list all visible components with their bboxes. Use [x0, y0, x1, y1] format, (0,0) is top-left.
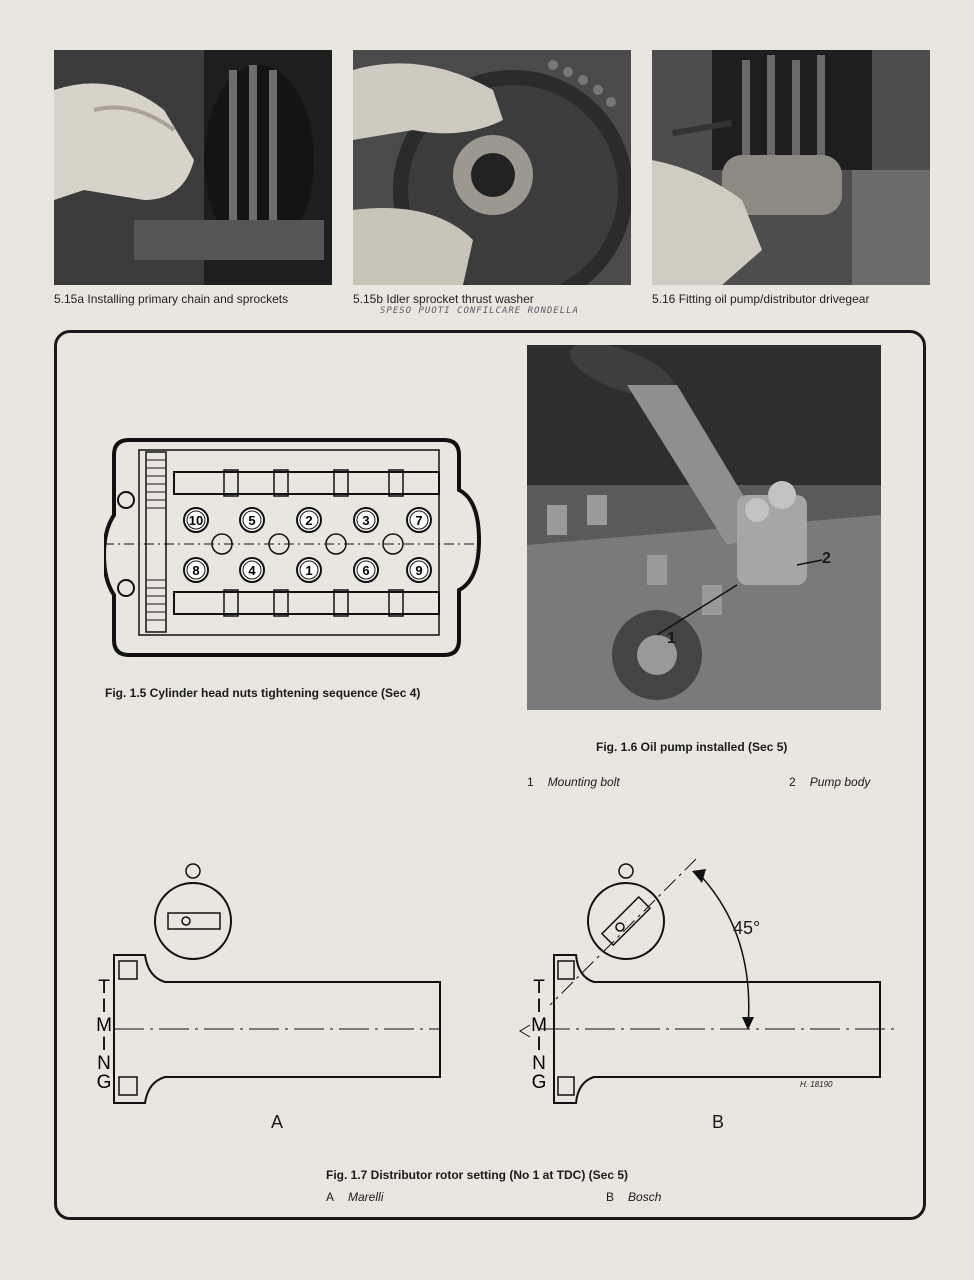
nut-3: 3 [353, 507, 379, 533]
photo-drivegear [652, 50, 930, 285]
cylinder-head-diagram: 10 5 2 3 7 8 4 1 6 9 [104, 438, 484, 657]
legend-label: Pump body [809, 775, 871, 789]
nut-8: 8 [183, 557, 209, 583]
drawing-ref: H. 18190 [800, 1080, 833, 1089]
fig-1-6-caption: Fig. 1.6 Oil pump installed (Sec 5) [596, 740, 788, 754]
svg-text:5: 5 [248, 513, 255, 528]
photo-caption: 5.15a Installing primary chain and sproc… [54, 292, 289, 306]
svg-text:8: 8 [192, 563, 199, 578]
timing-letter: N [532, 1053, 546, 1074]
timing-letter: M [531, 1015, 547, 1036]
timing-letter: M [96, 1015, 112, 1036]
svg-text:3: 3 [362, 513, 369, 528]
timing-letter: I [536, 996, 541, 1017]
figure-frame [54, 330, 926, 1220]
timing-letter: T [98, 977, 110, 998]
nut-10: 10 [183, 507, 209, 533]
legend-label: Mounting bolt [547, 775, 620, 789]
handwritten-note: SPESO PUOTI CONFILCARE RONDELLA [380, 306, 579, 316]
photo-primary-chain [54, 50, 332, 285]
legend-item: 2 Pump body [789, 775, 870, 789]
fig-1-5-caption: Fig. 1.5 Cylinder head nuts tightening s… [105, 686, 421, 700]
legend-label: Marelli [348, 1190, 384, 1204]
hand-thrust-washer-icon [353, 50, 631, 285]
photo-oil-pump [527, 345, 881, 710]
callout-2: 2 [822, 550, 831, 567]
svg-text:10: 10 [189, 513, 203, 528]
nut-2: 2 [296, 507, 322, 533]
panel-b-label: B [712, 1112, 725, 1132]
legend-item: B Bosch [606, 1190, 661, 1204]
photo-caption: 5.15b Idler sprocket thrust washer [353, 292, 534, 306]
panel-a-label: A [271, 1112, 284, 1132]
angle-label: 45° [733, 918, 761, 938]
svg-text:7: 7 [415, 513, 422, 528]
photo-idler-sprocket [353, 50, 631, 285]
nut-7: 7 [406, 507, 432, 533]
timing-letter: I [536, 1034, 541, 1055]
legend-number: 2 [789, 775, 796, 789]
timing-letter: I [101, 996, 106, 1017]
svg-text:9: 9 [415, 563, 422, 578]
timing-letter: T [533, 977, 545, 998]
timing-letter: G [532, 1072, 547, 1093]
legend-number: B [606, 1190, 615, 1204]
hand-chain-sprocket-icon [54, 50, 332, 285]
legend-number: A [326, 1190, 335, 1204]
nut-5: 5 [239, 507, 265, 533]
photo-caption: 5.16 Fitting oil pump/distributor driveg… [652, 292, 870, 306]
legend-label: Bosch [628, 1190, 662, 1204]
svg-text:1: 1 [305, 563, 312, 578]
svg-text:6: 6 [362, 563, 369, 578]
legend-number: 1 [527, 775, 534, 789]
legend-item: 1 Mounting bolt [527, 775, 620, 789]
legend-item: A Marelli [326, 1190, 383, 1204]
nut-9: 9 [406, 557, 432, 583]
hand-drivegear-icon [652, 50, 930, 285]
nut-1: 1 [296, 557, 322, 583]
oil-pump-icon [527, 345, 881, 710]
svg-text:2: 2 [305, 513, 312, 528]
timing-letter: G [97, 1072, 112, 1093]
timing-letter: N [97, 1053, 111, 1074]
svg-text:4: 4 [248, 563, 256, 578]
nut-4: 4 [239, 557, 265, 583]
fig-1-7-caption: Fig. 1.7 Distributor rotor setting (No 1… [326, 1168, 629, 1182]
timing-letter: I [101, 1034, 106, 1055]
callout-1: 1 [667, 630, 676, 647]
nut-6: 6 [353, 557, 379, 583]
